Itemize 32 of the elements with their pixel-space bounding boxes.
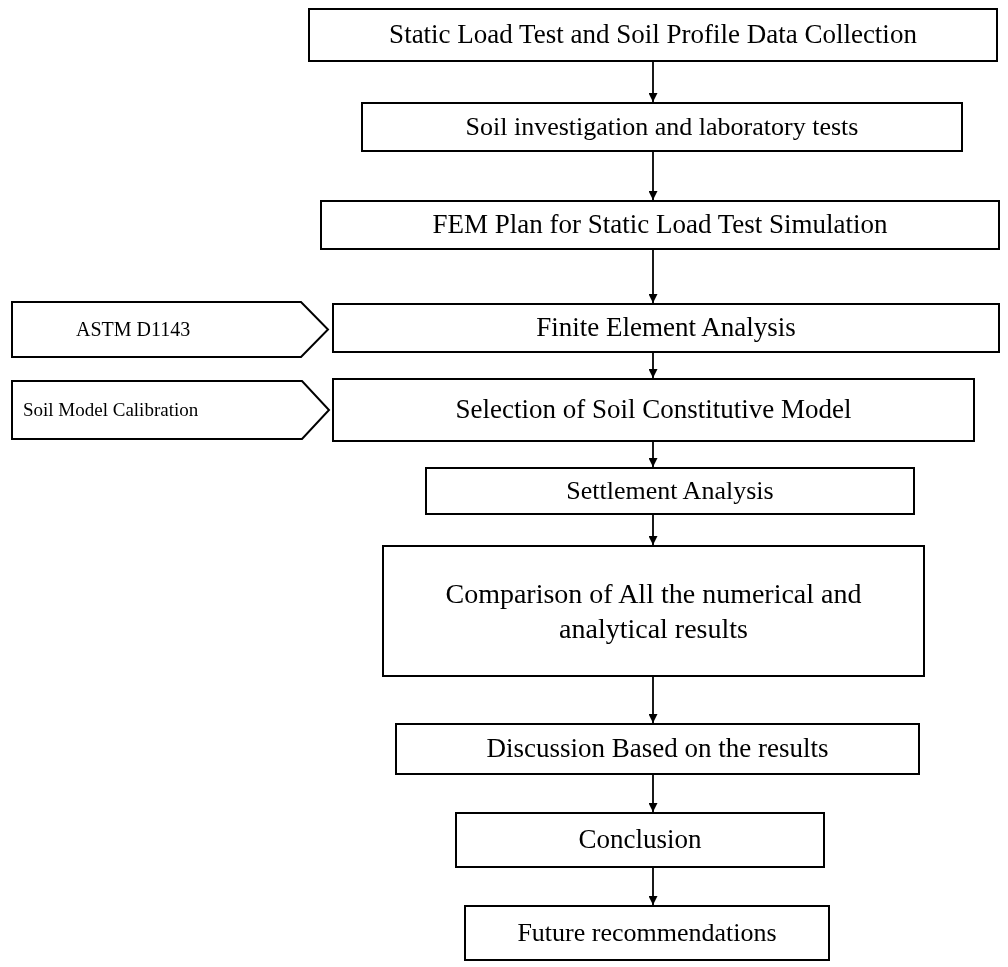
process-box <box>395 723 920 775</box>
arrow <box>648 249 658 304</box>
arrow <box>648 352 658 379</box>
step-label: Finite Element Analysis <box>536 311 796 345</box>
arrow <box>648 151 658 201</box>
arrow <box>648 514 658 546</box>
step-label: FEM Plan for Static Load Test Simulation <box>432 208 888 242</box>
input-pentagon <box>11 380 330 440</box>
step-label: Soil Model Calibration <box>23 398 199 422</box>
process-box <box>320 200 1000 250</box>
process-box <box>361 102 963 152</box>
process-box <box>464 905 830 961</box>
step-label: Future recommendations <box>517 916 777 949</box>
process-box <box>382 545 925 677</box>
process-box <box>425 467 915 515</box>
step-label: Comparison of All the numerical and analytical results <box>444 577 863 646</box>
process-box <box>455 812 825 868</box>
step-label: Soil investigation and laboratory tests <box>465 110 859 143</box>
step-label: Selection of Soil Constitutive Model <box>455 393 852 427</box>
step-label: Discussion Based on the results <box>486 732 829 766</box>
arrow <box>648 867 658 906</box>
arrow <box>648 441 658 468</box>
process-box <box>308 8 998 62</box>
step-label: Static Load Test and Soil Profile Data Collection <box>389 18 917 52</box>
input-pentagon <box>11 301 329 358</box>
arrow <box>648 676 658 724</box>
step-label: ASTM D1143 <box>76 317 191 342</box>
process-box <box>332 303 1000 353</box>
arrow <box>648 61 658 103</box>
step-label: Conclusion <box>578 823 702 857</box>
arrow <box>648 774 658 813</box>
step-label: Settlement Analysis <box>566 474 774 507</box>
